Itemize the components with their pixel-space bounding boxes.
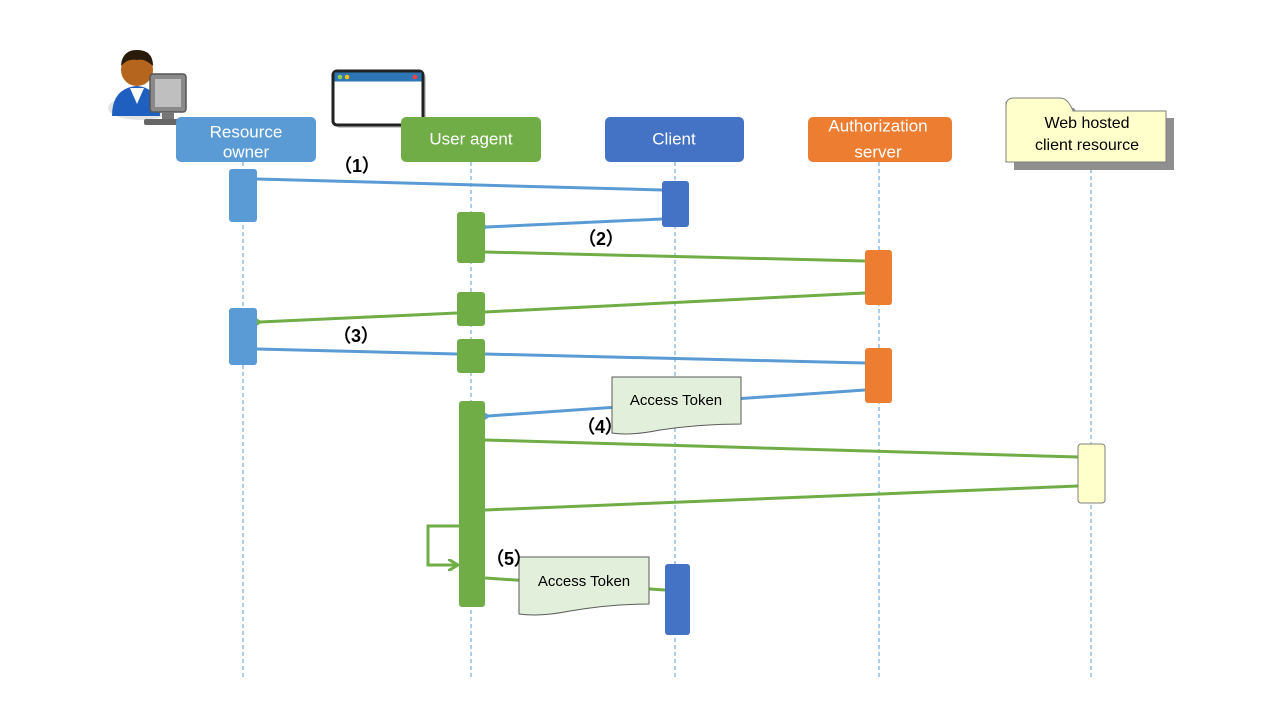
activation-client: [662, 181, 689, 227]
activation-user-agent: [457, 292, 485, 326]
messages: [256, 177, 1079, 592]
note-access-token: Access Token: [518, 556, 650, 616]
activation-web-hosted-resource: [1077, 443, 1106, 504]
note-access-token: Access Token: [611, 376, 742, 435]
step-label-4: （4）: [577, 417, 623, 437]
step-label-2: （2）: [578, 229, 624, 249]
message-3-resource-owner-to-user-agent: [256, 347, 458, 356]
person-at-computer-icon: [108, 50, 187, 125]
message-self-call-user-agent: [426, 524, 459, 565]
actor-label: Resource: [210, 122, 283, 141]
actor-resource-owner: Resource owner: [176, 117, 316, 162]
actor-label: User agent: [429, 129, 512, 148]
activation-authorization-server: [865, 250, 892, 305]
actor-client: Client: [605, 117, 744, 162]
message-1-resource-owner-to-client: [256, 177, 663, 192]
actor-label: Authorization: [828, 116, 927, 135]
note-label: Access Token: [538, 573, 630, 590]
actor-user-agent: User agent: [401, 117, 541, 162]
step-label-1: （1）: [334, 156, 380, 176]
message-user-agent-to-resource-owner: [260, 311, 458, 322]
message-4-user-agent-to-web-resource: [484, 438, 1079, 459]
actor-label: Client: [652, 129, 696, 148]
activation-client: [665, 564, 690, 635]
actor-label: owner: [223, 142, 270, 161]
activation-user-agent: [459, 401, 485, 607]
message-web-resource-to-user-agent: [484, 484, 1079, 512]
step-labels: （1） （2） （3） （4） （5）: [333, 156, 624, 569]
browser-window-icon: [331, 69, 426, 128]
message-authorization-server-to-user-agent: [484, 291, 866, 314]
step-label-5: （5）: [486, 549, 532, 569]
resource-label: client resource: [1035, 137, 1139, 154]
message-2-user-agent-to-authorization-server: [484, 250, 866, 263]
resource-label: Web hosted: [1044, 115, 1129, 132]
actor-label: server: [854, 142, 902, 161]
step-label-3: （3）: [333, 326, 379, 346]
activation-authorization-server: [865, 348, 892, 403]
activation-user-agent: [457, 339, 485, 373]
activation-resource-owner: [229, 308, 257, 365]
activation-user-agent: [457, 212, 485, 263]
activation-resource-owner: [229, 169, 257, 222]
message-client-to-user-agent: [486, 217, 663, 227]
message-3-user-agent-to-authorization-server: [484, 352, 866, 365]
activations: [229, 169, 1106, 635]
actor-authorization-server: Authorization server: [808, 116, 952, 162]
actor-web-hosted-resource: Web hosted client resource: [1005, 97, 1174, 170]
note-label: Access Token: [630, 392, 722, 409]
